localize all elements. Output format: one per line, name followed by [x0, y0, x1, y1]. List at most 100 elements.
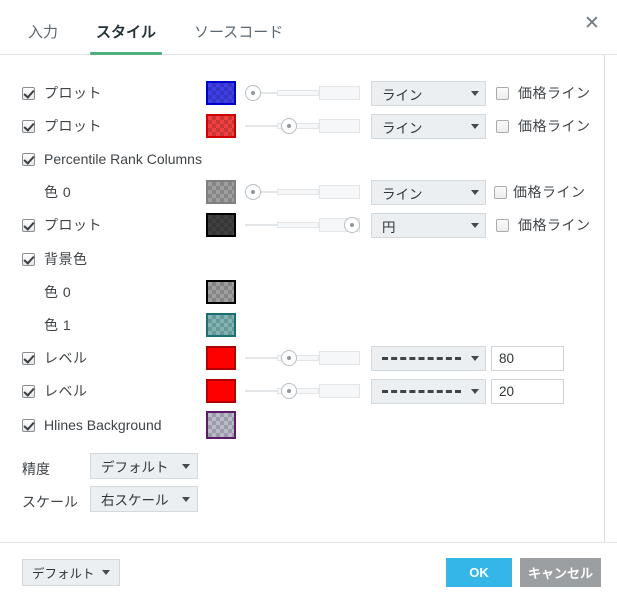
ok-button[interactable]: OK — [446, 558, 512, 587]
precision-select[interactable]: デフォルト — [90, 453, 198, 479]
checkbox-plot-3[interactable] — [22, 219, 35, 232]
label-price-line-plot-2: 価格ライン — [518, 116, 591, 136]
level-value-input-2[interactable]: 20 — [491, 379, 564, 404]
chevron-down-icon — [471, 124, 479, 129]
checkbox-price-line-plot-1[interactable] — [496, 87, 509, 100]
row-hlines-background: Hlines Background — [0, 411, 617, 439]
price-line-cell-plot-2: 価格ライン — [496, 112, 591, 140]
checkbox-price-line-plot-3[interactable] — [496, 219, 509, 232]
dashed-line-icon — [382, 357, 461, 360]
label-precision: 精度 — [22, 459, 50, 479]
price-line-cell-color-0-prc: 価格ライン — [494, 178, 586, 206]
row-level-1: レベル 80 — [0, 344, 617, 372]
slider-knob[interactable] — [245, 184, 261, 200]
row-plot-3: プロット 円 価格ライン — [0, 211, 617, 239]
line-style-select-plot-2[interactable]: ライン — [371, 114, 486, 139]
linewidth-slider-level-2[interactable] — [245, 377, 360, 405]
line-style-select-color-0-prc[interactable]: ライン — [371, 180, 486, 205]
slider-segment-thin — [277, 189, 319, 195]
label-price-line-color-0-prc: 価格ライン — [513, 182, 586, 202]
slider-segment-thick — [319, 86, 360, 100]
chevron-down-icon — [471, 91, 479, 96]
color-swatch-level-1[interactable] — [206, 346, 236, 370]
slider-knob[interactable] — [344, 217, 360, 233]
close-icon[interactable]: ✕ — [579, 10, 605, 36]
level-value-input-1[interactable]: 80 — [491, 346, 564, 371]
row-color-0-prc-label-cell: 色 0 — [44, 178, 71, 206]
checkbox-level-1[interactable] — [22, 352, 35, 365]
label-percentile-rank-columns: Percentile Rank Columns — [44, 151, 202, 167]
slider-knob[interactable] — [281, 350, 297, 366]
line-style-select-plot-1-value: ライン — [382, 84, 465, 104]
color-swatch-color-0-prc[interactable] — [206, 180, 236, 204]
tab-source-code-label: ソースコード — [194, 24, 283, 41]
checkbox-hlines-background[interactable] — [22, 419, 35, 432]
slider-knob[interactable] — [281, 383, 297, 399]
row-plot-3-label-cell: プロット — [22, 211, 102, 239]
label-hlines-background: Hlines Background — [44, 417, 162, 433]
level-value-2: 20 — [499, 384, 514, 399]
linewidth-slider-plot-2[interactable] — [245, 112, 360, 140]
scale-select-value: 右スケール — [101, 489, 182, 509]
slider-knob[interactable] — [245, 85, 261, 101]
checkbox-plot-1[interactable] — [22, 87, 35, 100]
scale-select[interactable]: 右スケール — [90, 486, 198, 512]
chevron-down-icon — [182, 497, 190, 502]
slider-segment-thin — [277, 222, 319, 228]
slider-segment-thick — [319, 351, 360, 365]
color-swatch-hlines-background[interactable] — [206, 411, 236, 439]
tab-style-label: スタイル — [96, 24, 156, 41]
cancel-button[interactable]: キャンセル — [520, 558, 601, 587]
slider-segment-thin — [277, 90, 319, 96]
label-background-color: 背景色 — [44, 249, 88, 269]
precision-select-value: デフォルト — [101, 456, 182, 476]
checkbox-percentile-rank-columns[interactable] — [22, 153, 35, 166]
color-swatch-color-1-bg[interactable] — [206, 313, 236, 337]
line-style-select-level-1[interactable] — [371, 346, 486, 371]
line-style-select-level-2[interactable] — [371, 379, 486, 404]
color-swatch-plot-1[interactable] — [206, 81, 236, 105]
row-color-0-bg-label-cell: 色 0 — [44, 278, 71, 306]
line-style-select-plot-3-value: 円 — [382, 216, 465, 236]
tab-bar: 入力 スタイル ソースコード ✕ — [0, 0, 617, 55]
defaults-menu-button[interactable]: デフォルト — [22, 559, 120, 586]
row-color-1-bg-label-cell: 色 1 — [44, 311, 71, 339]
tab-style[interactable]: スタイル — [82, 25, 170, 54]
linewidth-slider-level-1[interactable] — [245, 344, 360, 372]
tab-input-label: 入力 — [28, 24, 58, 41]
checkbox-plot-2[interactable] — [22, 120, 35, 133]
checkbox-background-color[interactable] — [22, 253, 35, 266]
color-swatch-color-0-bg[interactable] — [206, 280, 236, 304]
row-percentile-label-cell: Percentile Rank Columns — [22, 145, 202, 173]
ok-button-label: OK — [469, 565, 489, 580]
checkbox-level-2[interactable] — [22, 385, 35, 398]
linewidth-slider-plot-1[interactable] — [245, 79, 360, 107]
row-plot-1-label-cell: プロット — [22, 79, 102, 107]
linewidth-slider-plot-3[interactable] — [245, 211, 360, 239]
row-hlines-background-label-cell: Hlines Background — [22, 411, 162, 439]
checkbox-price-line-plot-2[interactable] — [496, 120, 509, 133]
chevron-down-icon — [182, 464, 190, 469]
price-line-cell-plot-3: 価格ライン — [496, 211, 591, 239]
row-plot-2: プロット ライン 価格ライン — [0, 112, 617, 140]
row-level-2: レベル 20 — [0, 377, 617, 405]
row-background-color-label-cell: 背景色 — [22, 245, 88, 273]
slider-knob[interactable] — [281, 118, 297, 134]
label-plot-3: プロット — [44, 215, 102, 235]
color-swatch-level-2[interactable] — [206, 379, 236, 403]
checkbox-price-line-color-0-prc[interactable] — [494, 186, 507, 199]
chevron-down-icon — [471, 223, 479, 228]
label-color-0-prc: 色 0 — [44, 182, 71, 202]
color-swatch-plot-3[interactable] — [206, 213, 236, 237]
tab-source-code[interactable]: ソースコード — [180, 25, 297, 54]
line-style-select-plot-3[interactable]: 円 — [371, 213, 486, 238]
chevron-down-icon — [471, 190, 479, 195]
row-level-1-label-cell: レベル — [22, 344, 88, 372]
tab-input[interactable]: 入力 — [14, 25, 72, 54]
defaults-menu-label: デフォルト — [32, 563, 95, 582]
linewidth-slider-color-0-prc[interactable] — [245, 178, 360, 206]
dashed-line-icon — [382, 390, 461, 393]
line-style-select-plot-1[interactable]: ライン — [371, 81, 486, 106]
label-price-line-plot-1: 価格ライン — [518, 83, 591, 103]
color-swatch-plot-2[interactable] — [206, 114, 236, 138]
